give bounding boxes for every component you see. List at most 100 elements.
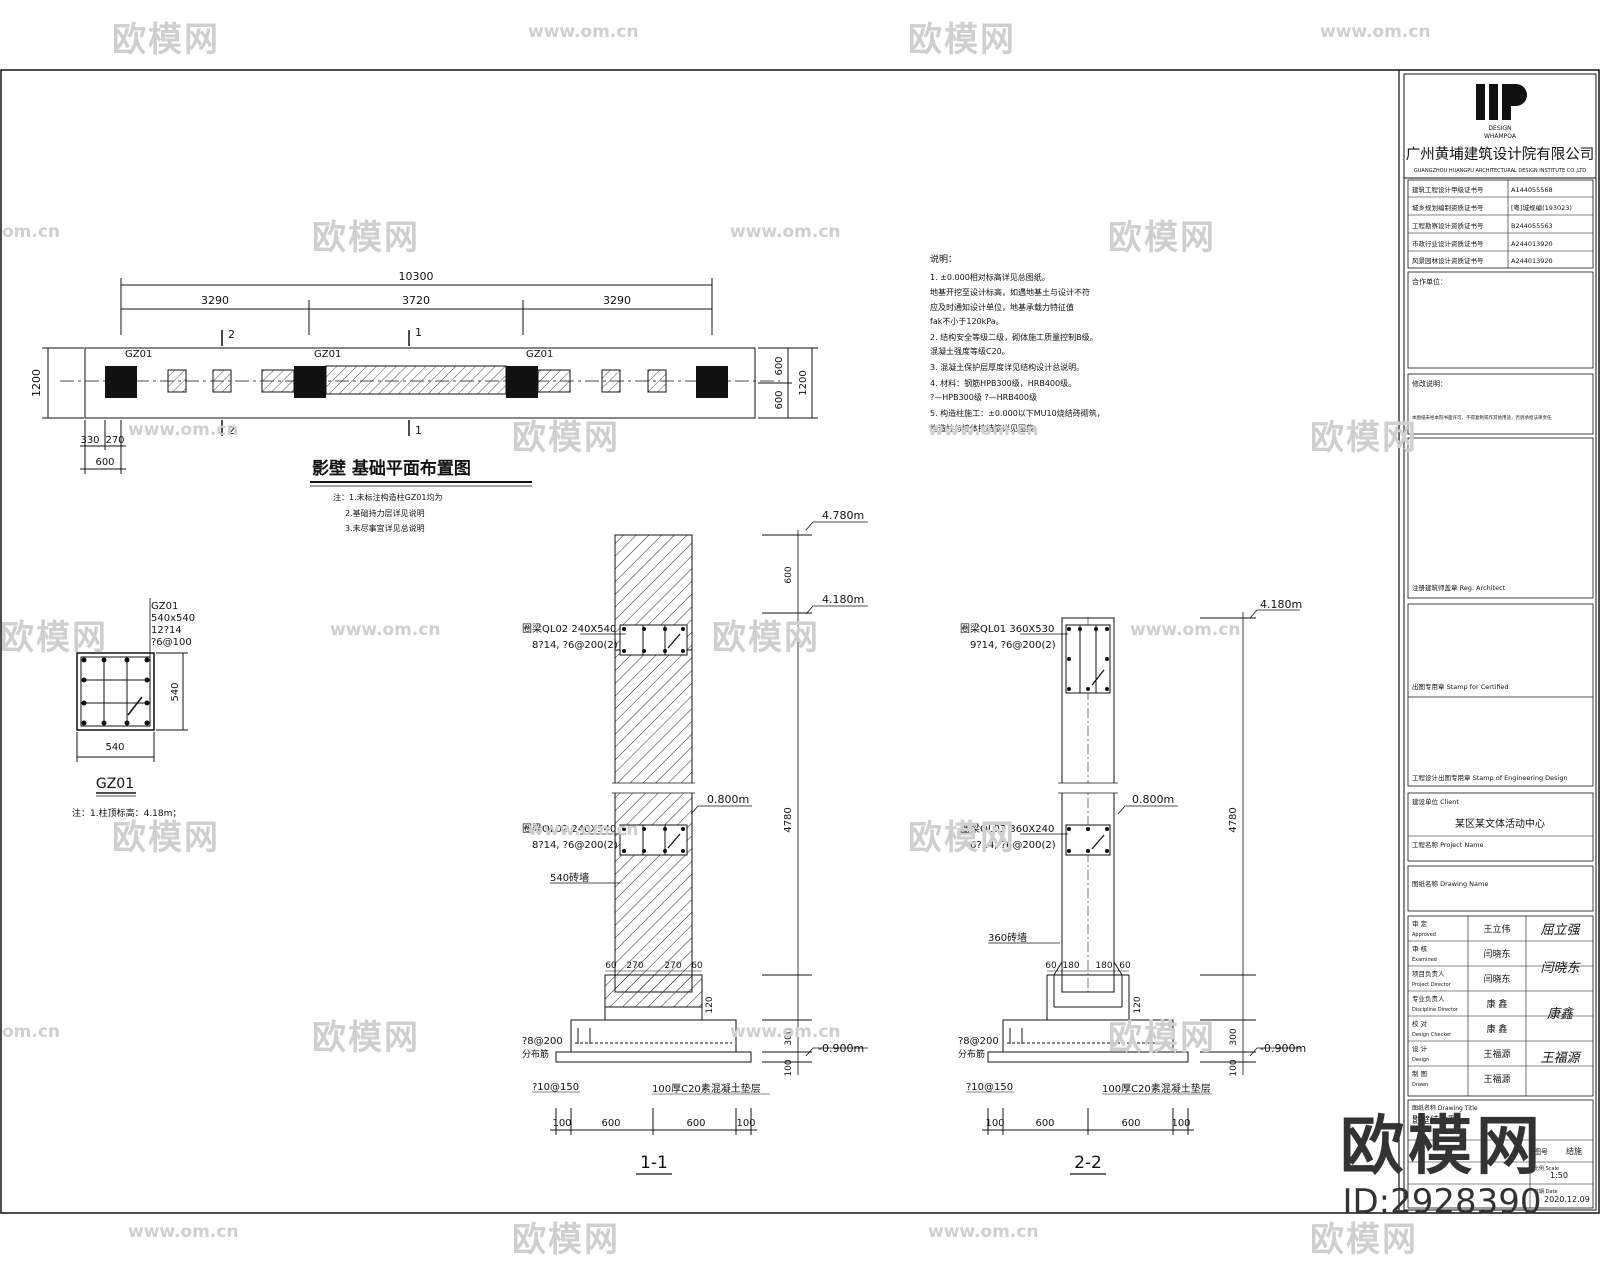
s11-dim-120: 120 bbox=[705, 996, 715, 1013]
column-tag-1: GZ01 bbox=[125, 349, 152, 360]
cert-1-value: A144055568 bbox=[1511, 186, 1553, 194]
s22-dim-4780: 4780 bbox=[1228, 807, 1239, 832]
gz01-title: GZ01 bbox=[96, 776, 134, 792]
s11-rebar-2: ?10@150 bbox=[532, 1082, 579, 1093]
role-7-name: 王福源 bbox=[1483, 1073, 1510, 1085]
column-tag-2: GZ01 bbox=[314, 349, 341, 360]
s11-wall-label: 540砖墙 bbox=[550, 871, 589, 884]
plan-note-3: 3.未尽事宜详见总说明 bbox=[345, 523, 425, 533]
notes-line-1: 1. ±0.000相对标高详见总图纸。 bbox=[930, 272, 1050, 282]
s11-base-dim-1: 100 bbox=[552, 1118, 571, 1129]
s11-step-4: 60 bbox=[691, 961, 703, 971]
role-4-name: 康 鑫 bbox=[1487, 998, 1508, 1010]
role-6-name: 王福源 bbox=[1483, 1048, 1510, 1060]
cert-5-value: A244013920 bbox=[1511, 257, 1553, 265]
gz01-column-section: GZ01 540x540 12?14 ?6@100 540 540 GZ01 注… bbox=[72, 598, 195, 819]
notes-line-9: ?—HPB300级 ?—HRB400级 bbox=[930, 392, 1037, 402]
s22-dim-120: 120 bbox=[1133, 996, 1143, 1013]
client-label: 建设单位 Client bbox=[1412, 797, 1459, 806]
role-4-en: Discipline Director bbox=[1412, 1007, 1459, 1013]
section-mark-1-bot: 1 bbox=[415, 424, 422, 437]
s22-level-1: 4.180m bbox=[1260, 598, 1302, 611]
company-name-en: GUANGZHOU HUANGPU ARCHITECTURAL DESIGN I… bbox=[1414, 168, 1586, 174]
role-1-en: Approved bbox=[1412, 932, 1436, 938]
cert-1-label: 建筑工程设计甲级证书号 bbox=[1412, 185, 1484, 194]
notes-line-7: 3. 混凝土保护层厚度详见结构设计总说明。 bbox=[930, 362, 1084, 372]
s11-beam-top-1: 圈梁QL02 240X540 bbox=[522, 622, 616, 635]
s11-step-3: 270 bbox=[664, 961, 681, 971]
general-notes: 说明： 1. ±0.000相对标高详见总图纸。 地基开挖至设计标高，如遇地基土与… bbox=[930, 253, 1105, 433]
s11-title: 1-1 bbox=[640, 1153, 668, 1173]
drawing-title: 影壁结构图 bbox=[1412, 1114, 1457, 1126]
cert-2-label: 城乡规划编制资质证书号 bbox=[1412, 203, 1484, 212]
date-label: 日期 Date bbox=[1534, 1189, 1558, 1195]
scale-value: 1:50 bbox=[1550, 1171, 1568, 1180]
s11-beam-mid-1: 圈梁QL02 240X540 bbox=[522, 822, 616, 835]
cert-2-value: [粤]城规编(193023) bbox=[1511, 203, 1572, 212]
reg-architect-label: 注册建筑师盖章 Reg. Architect bbox=[1412, 583, 1506, 592]
plan-title: 影壁 基础平面布置图 bbox=[312, 458, 471, 479]
s22-title: 2-2 bbox=[1074, 1153, 1102, 1173]
s11-level-1: 4.780m bbox=[822, 509, 864, 522]
gz01-dim-h: 540 bbox=[170, 682, 181, 701]
s22-step-3: 180 bbox=[1095, 961, 1112, 971]
dim-seg-3: 3290 bbox=[603, 294, 631, 307]
role-3-label: 项目负责人 bbox=[1412, 969, 1445, 978]
watermark-id: ID:2928390 bbox=[1342, 1182, 1542, 1222]
s22-level-2: 0.800m bbox=[1132, 793, 1174, 806]
dim-seg-2: 3720 bbox=[402, 294, 430, 307]
drawing-frame bbox=[0, 69, 1600, 1214]
section-1-1: 圈梁QL02 240X540 8?14, ?6@200(2) 圈梁QL02 24… bbox=[522, 509, 868, 1175]
s22-base-dim-2: 600 bbox=[1035, 1118, 1054, 1129]
s22-base-dim-3: 600 bbox=[1121, 1118, 1140, 1129]
project-label: 工程名称 Project Name bbox=[1412, 840, 1484, 849]
role-2-name: 闫晓东 bbox=[1483, 948, 1510, 960]
scale-label: 比例 Scale bbox=[1534, 1165, 1559, 1172]
role-7-en: Drawn bbox=[1412, 1082, 1428, 1088]
s22-level-3: -0.900m bbox=[1260, 1042, 1306, 1055]
notes-line-2: 地基开挖至设计标高，如遇地基土与设计不符 bbox=[930, 287, 1090, 297]
revision-text: 本图纸未经本院书面许可，不得复制或作其他用途，否则承担法律责任 bbox=[1412, 414, 1552, 421]
s11-step-2: 270 bbox=[626, 961, 643, 971]
section-mark-2-top: 2 bbox=[228, 328, 235, 341]
dim-right-2: 600 bbox=[774, 390, 785, 409]
cert-3-value: B244055563 bbox=[1511, 222, 1553, 230]
dim-left: 1200 bbox=[30, 369, 43, 397]
s22-beam-top-1: 圈梁QL01 360X530 bbox=[960, 622, 1054, 635]
s11-dim-4780: 4780 bbox=[783, 807, 794, 832]
role-4-sig: 康鑫 bbox=[1547, 1006, 1575, 1022]
s22-wall-label: 360砖墙 bbox=[988, 931, 1027, 944]
s11-rebar-1: ?8@200 bbox=[522, 1036, 563, 1047]
s11-beam-mid-2: 8?14, ?6@200(2) bbox=[532, 840, 618, 851]
notes-line-3: 应及时通知设计单位，地基承载力特征值 bbox=[930, 302, 1074, 312]
s22-beam-mid-1: 圈梁QL03 360X240 bbox=[960, 822, 1054, 835]
s22-base-dim-1: 100 bbox=[985, 1118, 1004, 1129]
stamp-design-label: 工程设计出图专用章 Stamp of Engineering Design bbox=[1412, 773, 1568, 782]
company-name: 广州黄埔建筑设计院有限公司 bbox=[1406, 146, 1595, 163]
s22-rebar-1-sub: 分布筋 bbox=[958, 1048, 985, 1060]
dim-right-1: 600 bbox=[774, 356, 785, 375]
s11-level-3: 0.800m bbox=[707, 793, 749, 806]
notes-line-6: 混凝土强度等级C20。 bbox=[930, 346, 1010, 356]
plan-note-1: 注：1.未标注构造柱GZ01均为 bbox=[333, 492, 443, 502]
drawing-name-label: 图纸名称 Drawing Name bbox=[1412, 879, 1488, 888]
role-4-label: 专业负责人 bbox=[1412, 994, 1445, 1003]
notes-line-4: fak不小于120kPa。 bbox=[930, 317, 1004, 326]
role-6-label: 设 计 bbox=[1412, 1044, 1428, 1053]
role-1-name: 王立伟 bbox=[1483, 923, 1510, 935]
s22-rebar-1: ?8@200 bbox=[958, 1036, 999, 1047]
plan-note-2: 2.基础持力层详见说明 bbox=[345, 508, 425, 518]
s11-dim-300: 300 bbox=[784, 1028, 794, 1045]
s11-base-label: 100厚C20素混凝土垫层 bbox=[652, 1082, 761, 1095]
s11-beam-top-2: 8?14, ?6@200(2) bbox=[532, 640, 618, 651]
section-2-2: 圈梁QL01 360X530 9?14, ?6@200(2) 圈梁QL03 36… bbox=[958, 598, 1306, 1175]
dim-bottom-1: 330 bbox=[80, 435, 99, 446]
s11-dim-600: 600 bbox=[784, 566, 794, 583]
foundation-plan: 10300 3290 3720 3290 2 2 1 1 GZ bbox=[30, 270, 818, 533]
s11-level-4: -0.900m bbox=[818, 1042, 864, 1055]
gz01-note: 注：1.柱顶标高：4.18m； bbox=[72, 807, 181, 819]
dim-overall: 10300 bbox=[399, 270, 434, 283]
logo-sub-2: WHAMPOA bbox=[1484, 133, 1517, 140]
cert-4-label: 市政行业设计资质证书号 bbox=[1412, 239, 1484, 248]
